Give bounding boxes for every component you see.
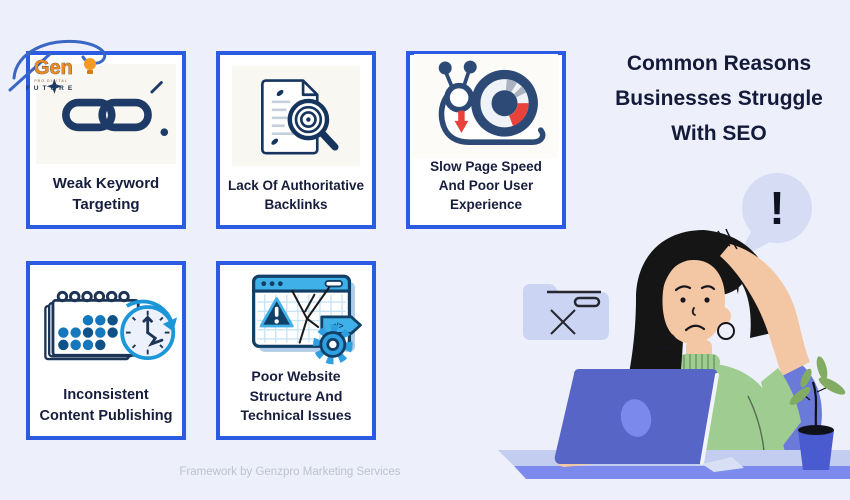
desk-edge xyxy=(514,466,850,479)
laptop xyxy=(554,369,744,472)
x-mark-icon xyxy=(550,309,576,335)
gear-icon xyxy=(313,324,353,365)
chain-link-icon xyxy=(46,78,169,136)
raised-arm xyxy=(720,244,810,376)
sad-face-features xyxy=(674,285,716,332)
lightbulb-icon xyxy=(84,58,96,74)
genzpro-logo: Gen PRO DIGITAL FUTURE xyxy=(8,39,107,92)
logo-brand-text: Gen xyxy=(34,57,73,79)
woman-illustration: ! xyxy=(498,173,850,479)
exclamation-text: ! xyxy=(769,182,784,234)
hoop-earring xyxy=(717,322,735,340)
slow-down-arrow xyxy=(454,110,469,134)
face xyxy=(662,260,726,344)
snail-speedometer-icon xyxy=(438,60,546,146)
logo-tagline: FUTURE xyxy=(26,85,76,92)
crack-lines xyxy=(291,286,331,344)
calendar-clock-icon xyxy=(44,291,178,361)
footer-credit: Framework by Genzpro Marketing Services xyxy=(179,466,401,478)
hoop-earring xyxy=(660,333,676,349)
page-title: Common Reasons Businesses Struggle With … xyxy=(615,52,823,145)
missing-folder-icon xyxy=(523,284,609,340)
potted-plant xyxy=(789,356,846,470)
logo-tagline-small: PRO DIGITAL xyxy=(34,79,68,83)
calendar-dots xyxy=(58,315,118,351)
broken-website-gear-icon: </> xyxy=(252,274,362,365)
document-magnifier-icon xyxy=(261,79,339,155)
